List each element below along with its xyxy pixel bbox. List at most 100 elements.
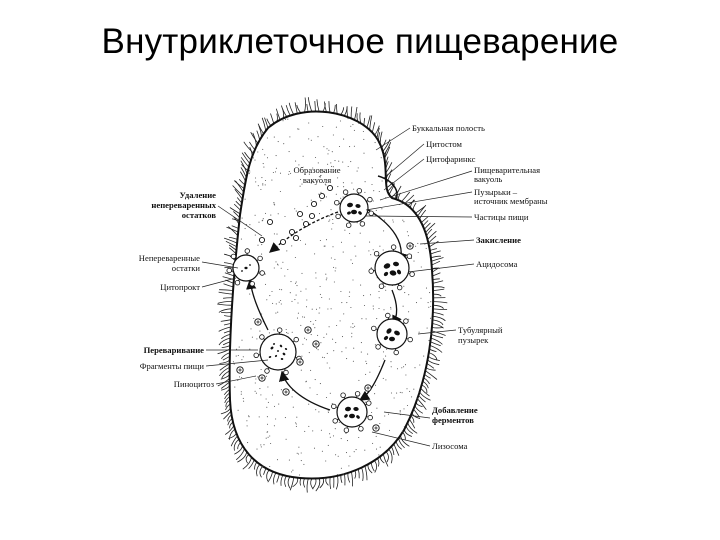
stipple-dot: [272, 171, 274, 174]
cilium: [289, 477, 295, 491]
stipple-dot: [320, 429, 322, 431]
stipple-dot: [332, 435, 335, 437]
cilium: [401, 191, 411, 202]
vesicle: [253, 352, 259, 358]
stipple-dot: [418, 392, 420, 394]
stipple-dot: [245, 223, 248, 226]
stipple-dot: [288, 173, 290, 175]
stipple-dot: [342, 161, 344, 163]
stipple-dot: [405, 374, 407, 376]
stipple-dot: [292, 406, 294, 408]
stipple-dot: [266, 423, 269, 425]
stipple-dot: [298, 128, 300, 130]
stipple-dot: [364, 181, 366, 183]
vacuole-digestion: [253, 327, 302, 376]
stipple-dot: [403, 221, 405, 223]
stipple-dot: [381, 180, 383, 182]
stipple-dot: [270, 214, 272, 216]
stipple-dot: [282, 370, 284, 372]
digestive-vacuole-forming: [334, 188, 374, 228]
stipple-dot: [290, 172, 292, 174]
stipple-dot: [303, 463, 305, 465]
stipple-dot: [386, 348, 388, 350]
cilium: [351, 471, 353, 487]
stipple-dot: [277, 141, 279, 143]
label-removal-1: Удаление: [179, 190, 216, 200]
stipple-dot: [270, 442, 272, 445]
cilium: [306, 103, 309, 112]
stipple-dot: [280, 389, 282, 391]
stipple-dot: [299, 178, 302, 181]
cilium: [250, 132, 259, 144]
stipple-dot: [343, 473, 345, 475]
stipple-dot: [278, 301, 280, 303]
vesicle: [226, 267, 232, 274]
stipple-dot: [262, 148, 264, 150]
granule: [279, 238, 287, 246]
stipple-dot: [406, 388, 408, 390]
vesicle: [407, 336, 413, 343]
stipple-dot: [254, 214, 256, 216]
stipple-dot: [312, 180, 314, 183]
stipple-dot: [287, 332, 289, 334]
vesicle: [375, 344, 381, 350]
stipple-dot: [352, 124, 354, 126]
vacuole-digestion-membrane: [259, 333, 297, 371]
vesicle: [409, 271, 415, 277]
stipple-dot: [321, 450, 323, 452]
cilium: [218, 326, 231, 332]
stipple-dot: [408, 318, 410, 320]
label-vesicles-2: источник мембраны: [474, 196, 548, 206]
cilium: [410, 199, 415, 208]
stipple-dot: [251, 336, 253, 338]
stipple-dot: [353, 347, 355, 349]
stipple-dot: [262, 465, 264, 467]
stipple-dot: [425, 247, 427, 249]
stipple-dot: [339, 320, 341, 322]
stipple-dot: [363, 152, 365, 154]
cilium: [422, 220, 429, 227]
stipple-dot: [372, 200, 374, 202]
stipple-dot: [332, 218, 334, 221]
stipple-dot: [321, 296, 323, 299]
stipple-dot: [310, 139, 312, 141]
vesicle: [373, 250, 380, 257]
cilium: [344, 473, 346, 486]
stipple-dot: [359, 232, 361, 234]
stipple-dot: [258, 221, 260, 223]
cilium: [388, 448, 393, 464]
granule: [326, 184, 334, 192]
stipple-dot: [415, 245, 417, 247]
stipple-dot: [387, 413, 390, 415]
stipple-dot: [278, 403, 280, 405]
stipple-dot: [295, 210, 297, 212]
pointer-line: [379, 170, 473, 201]
stipple-dot: [350, 161, 352, 163]
stipple-dot: [265, 437, 267, 439]
stipple-dot: [390, 306, 392, 308]
stipple-dot: [310, 369, 312, 371]
cilium: [266, 118, 272, 126]
stipple-dot: [310, 321, 312, 323]
stipple-dot: [319, 176, 321, 178]
stipple-dot: [351, 332, 353, 334]
stipple-dot: [342, 182, 344, 184]
cilium: [425, 370, 438, 380]
pointer-line: [407, 263, 475, 273]
granule: [258, 236, 266, 244]
food-particle: [386, 328, 392, 334]
stipple-dot: [360, 284, 362, 286]
cilium: [217, 301, 233, 304]
stipple-dot: [310, 334, 312, 336]
stipple-dot: [297, 128, 299, 130]
stipple-dot: [237, 409, 239, 411]
stipple-dot: [324, 183, 326, 185]
granule: [308, 212, 316, 220]
stipple-dot: [326, 277, 328, 279]
stipple-dot: [372, 249, 374, 251]
stipple-dot: [373, 190, 375, 192]
stipple-dot: [374, 142, 376, 144]
stipple-dot: [249, 171, 251, 173]
vesicle: [342, 189, 349, 195]
vacuole-path-top: [269, 211, 339, 253]
